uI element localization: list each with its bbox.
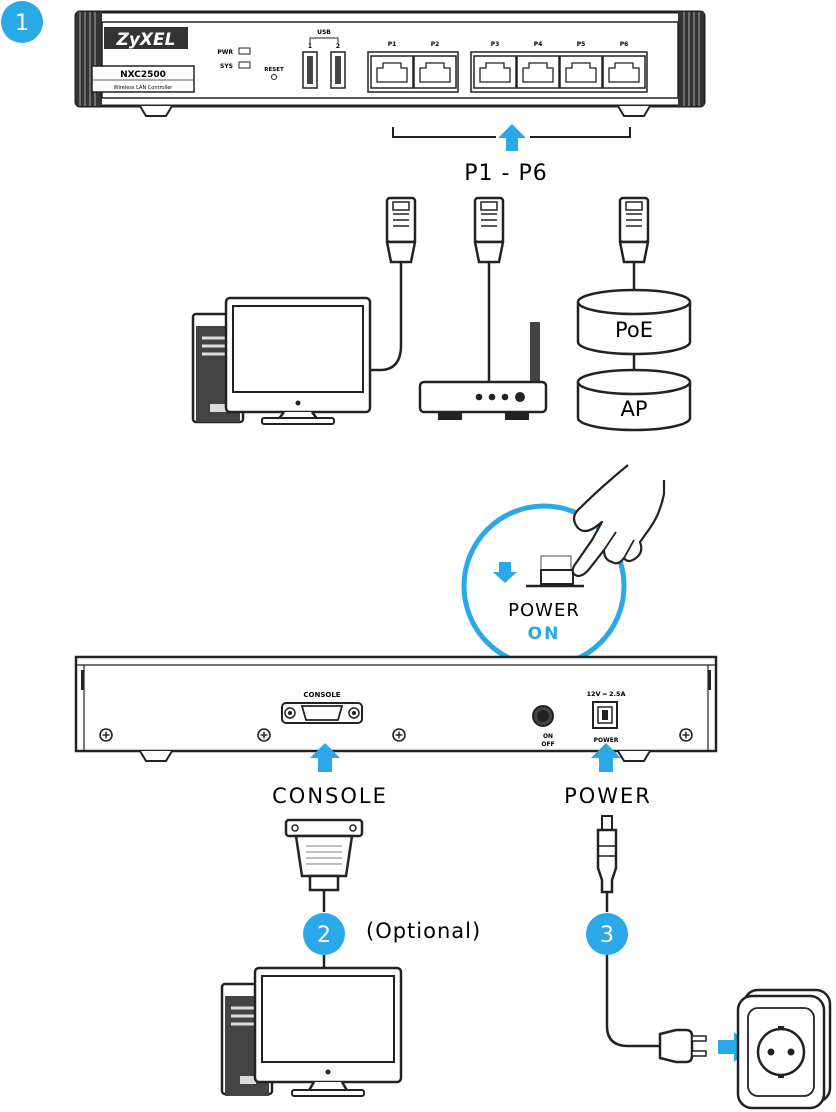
power-arrow-icon xyxy=(591,743,621,772)
reset-button: RESET xyxy=(264,67,284,80)
led-indicators: PWR SYS xyxy=(217,47,251,70)
svg-text:PWR: PWR xyxy=(217,49,233,56)
hand-icon xyxy=(571,464,666,578)
down-arrow-icon xyxy=(493,562,517,583)
ports-bracket xyxy=(392,127,631,138)
svg-text:12V ═ 2.5A: 12V ═ 2.5A xyxy=(586,690,625,698)
port-label: P3 xyxy=(491,41,500,48)
usb-ports: USB 1 2 xyxy=(302,29,346,89)
cable-to-poe xyxy=(618,196,650,293)
cable-to-computer xyxy=(366,196,417,372)
svg-text:RESET: RESET xyxy=(264,67,284,73)
power-zoom-line2: ON xyxy=(528,624,561,644)
step-1-badge: 1 xyxy=(1,1,43,43)
model-label: NXC2500 Wireless LAN Controller xyxy=(91,65,195,93)
ethernet-ports: P1 P2 P3 P4 P5 P6 xyxy=(367,41,648,93)
port-label: P5 xyxy=(577,41,586,48)
zyxel-logo: ZyXEL xyxy=(104,27,188,50)
front-panel: ZyXEL NXC2500 Wireless LAN Controller PW… xyxy=(74,10,706,117)
router-icon xyxy=(418,322,548,420)
svg-text:1: 1 xyxy=(308,43,312,50)
svg-text:Wireless LAN Controller: Wireless LAN Controller xyxy=(114,85,174,91)
right-vent-fins xyxy=(678,12,704,106)
svg-text:2: 2 xyxy=(336,43,340,50)
desktop-computer-icon xyxy=(220,966,403,1097)
access-point-icon: AP xyxy=(576,368,692,432)
left-vent-fins xyxy=(76,12,102,106)
port-label: P2 xyxy=(431,41,440,48)
rear-panel: CONSOLE ON OFF 12V ═ 2.5A POWER xyxy=(74,655,718,762)
svg-text:ZyXEL: ZyXEL xyxy=(116,30,176,50)
step-2-number: 2 xyxy=(317,923,331,948)
svg-text:POWER: POWER xyxy=(594,737,619,744)
svg-text:NXC2500: NXC2500 xyxy=(120,70,166,80)
svg-text:SYS: SYS xyxy=(220,63,233,70)
wall-socket-icon xyxy=(736,988,832,1110)
port-label: P6 xyxy=(620,41,629,48)
dc-plug-icon xyxy=(596,815,618,894)
svg-text:ON: ON xyxy=(543,733,553,740)
power-cable xyxy=(605,955,660,1048)
dc-power-jack: 12V ═ 2.5A POWER xyxy=(586,690,625,744)
step-2-badge: 2 xyxy=(303,913,345,955)
step-3-number: 3 xyxy=(600,923,614,948)
console-label: CONSOLE xyxy=(272,784,388,808)
ap-label: AP xyxy=(620,397,647,421)
power-label: POWER xyxy=(564,784,652,808)
desktop-computer-icon xyxy=(191,296,372,425)
poe-label: PoE xyxy=(615,318,653,342)
step-3-badge: 3 xyxy=(586,913,628,955)
svg-text:USB: USB xyxy=(317,29,331,36)
poe-injector-icon: PoE xyxy=(576,288,692,356)
cable-to-router xyxy=(473,196,505,382)
svg-text:OFF: OFF xyxy=(541,741,554,748)
up-arrow-icon xyxy=(498,124,526,151)
svg-text:CONSOLE: CONSOLE xyxy=(303,691,340,699)
ac-plug-icon xyxy=(658,1028,707,1064)
port-label: P4 xyxy=(534,41,543,48)
power-zoom-line1: POWER xyxy=(508,600,580,621)
power-switch-icon xyxy=(526,555,584,588)
step-1-number: 1 xyxy=(15,11,29,36)
console-arrow-icon xyxy=(310,743,340,772)
optional-label: (Optional) xyxy=(366,919,481,943)
port-label: P1 xyxy=(388,41,397,48)
serial-connector-icon xyxy=(284,818,364,892)
console-port: CONSOLE xyxy=(281,691,363,724)
ports-callout: P1 - P6 xyxy=(464,161,547,186)
power-button: ON OFF xyxy=(532,705,555,748)
